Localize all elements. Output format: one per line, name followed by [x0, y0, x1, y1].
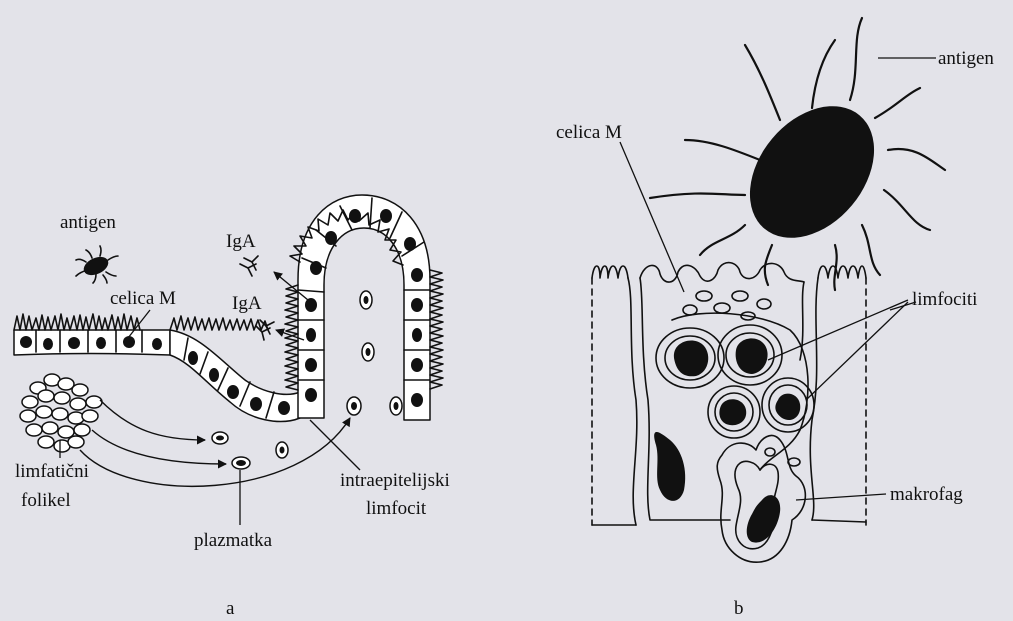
flat-epithelium: [14, 314, 170, 355]
label-plazmatka: plazmatka: [194, 530, 273, 551]
label-celica-m-a: celica M: [110, 288, 176, 309]
lymphatic-follicle: [20, 374, 102, 452]
label-antigen-a: antigen: [60, 212, 116, 233]
panel-a: antigen celica M IgA IgA limfatični foli…: [14, 195, 450, 619]
label-iga-2: IgA: [232, 293, 262, 314]
caption-b: b: [734, 598, 744, 619]
label-limfaticni-1: limfatični: [15, 461, 89, 482]
label-celica-m-b: celica M: [556, 122, 622, 143]
label-limfaticni-2: folikel: [21, 490, 71, 511]
antigen-bacterium: [650, 18, 945, 290]
caption-a: a: [226, 598, 235, 619]
iga-antibody-1: [240, 256, 258, 276]
leaders-b: [620, 58, 936, 500]
label-limfociti: limfociti: [912, 289, 977, 310]
label-iga-1: IgA: [226, 231, 256, 252]
panel-b: antigen celica M limfociti makrofag b: [556, 18, 994, 619]
lymphocytes: [656, 325, 814, 438]
macrophage: [717, 435, 805, 562]
label-intraepitelijski-2: limfocit: [366, 498, 427, 519]
label-intraepitelijski-1: intraepitelijski: [340, 470, 450, 491]
label-makrofag: makrofag: [890, 484, 963, 505]
label-antigen-b: antigen: [938, 48, 994, 69]
antigen-bug-small: [76, 246, 118, 283]
